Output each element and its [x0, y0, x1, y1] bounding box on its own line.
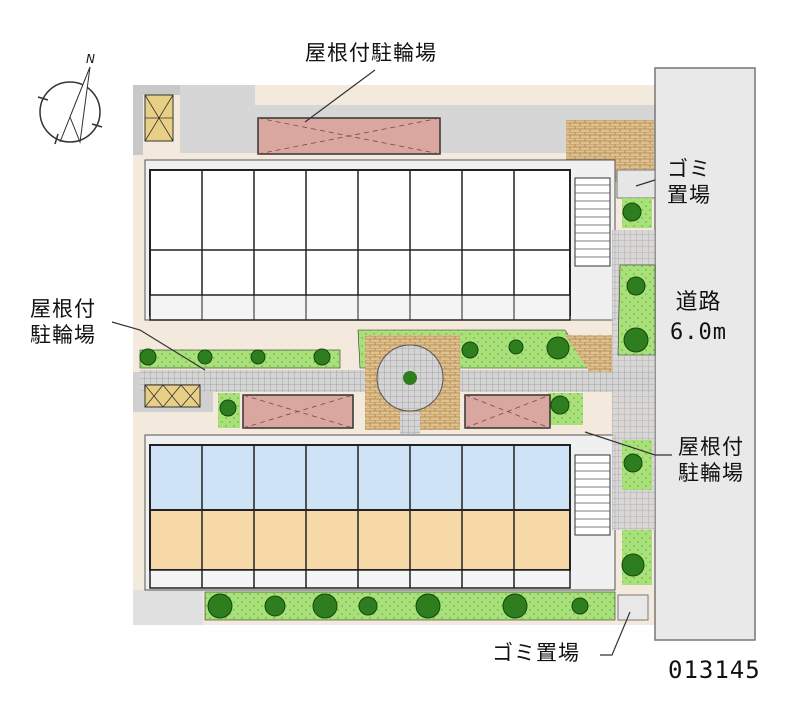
road: [654, 67, 756, 641]
label-road-name: 道路: [675, 290, 722, 315]
compass-north-label: N: [86, 52, 96, 66]
property-code: 013145: [668, 656, 761, 684]
label-road: 道路 6.0m: [670, 288, 727, 348]
leader-lines: [111, 69, 672, 656]
garbage-area-bottom: [617, 594, 649, 621]
label-roof-bike-left: 屋根付 駐輪場: [30, 296, 96, 348]
green-strip-left: [139, 349, 341, 369]
label-roof-bike-right-line2: 駐輪場: [678, 461, 744, 485]
label-garbage-top-line1: ゴミ: [667, 157, 711, 181]
label-roof-bike-right-line1: 屋根付: [678, 435, 744, 459]
label-garbage-top: ゴミ 置場: [667, 156, 711, 208]
label-garbage-bottom: ゴミ置場: [492, 641, 580, 665]
brick-path-right: [565, 335, 612, 372]
storage-box-left: [144, 384, 201, 408]
site-wall-bottom: [133, 590, 203, 625]
compass-icon: [37, 66, 103, 145]
storage-box-top-left: [144, 94, 174, 142]
trees: [139, 202, 649, 619]
label-roof-bike-right: 屋根付 駐輪場: [678, 434, 744, 486]
building-north: [144, 159, 616, 321]
label-roof-bike-left-line1: 屋根付: [30, 297, 96, 321]
label-roof-bike-left-line2: 駐輪場: [30, 323, 96, 347]
label-roof-bike-top: 屋根付駐輪場: [305, 41, 437, 65]
bike-shelter-bottom-right: [464, 394, 551, 429]
garbage-area-top: [616, 169, 656, 199]
building-south: [144, 434, 616, 591]
bike-shelter-top: [257, 117, 441, 155]
bike-shelter-bottom-left: [242, 394, 354, 429]
label-garbage-top-line2: 置場: [667, 183, 711, 207]
site-wall-top-left: [133, 85, 143, 155]
label-road-width: 6.0m: [670, 320, 727, 345]
